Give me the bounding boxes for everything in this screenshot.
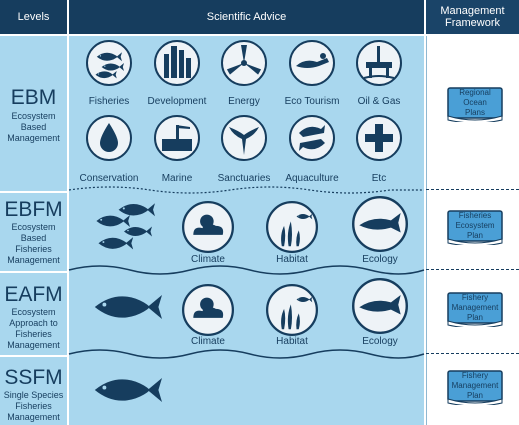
habitat-icon xyxy=(266,284,318,336)
level-eafm-name: Ecosystem Approach to Fisheries Manageme… xyxy=(0,307,67,351)
climate-icon xyxy=(182,284,234,336)
separator-ebfm xyxy=(426,269,519,270)
separator-ebm xyxy=(426,189,519,190)
level-ssfm-name: Single Species Fisheries Management xyxy=(0,390,67,423)
plan-ssfm-line1: Fishery xyxy=(461,371,489,380)
conservation-label: Conservation xyxy=(79,173,139,184)
level-ebm-line3: Management xyxy=(7,133,60,143)
plan-ebfm-line3: Plan xyxy=(466,231,483,240)
plus-icon xyxy=(356,115,402,161)
level-ebm-name: Ecosystem Based Management xyxy=(0,111,67,144)
level-ebfm-line2: Based xyxy=(20,233,47,243)
level-ebm-line2: Based xyxy=(20,122,47,132)
aquaculture-icon xyxy=(289,115,335,161)
level-ebfm-name: Ecosystem Based Fisheries Management xyxy=(0,222,67,266)
level-ebfm-line4: Management xyxy=(7,255,60,265)
management-framework-header: Management Framework xyxy=(426,0,519,34)
fish-group-icon xyxy=(96,203,155,250)
plan-ssfm-line2: Management xyxy=(451,381,499,390)
levels-panel xyxy=(0,36,67,425)
ecology-icon xyxy=(352,278,408,334)
ecology-label: Ecology xyxy=(362,254,398,265)
aquaculture-label: Aquaculture xyxy=(285,173,339,184)
level-ebfm-line3: Fisheries xyxy=(15,244,52,254)
development-label: Development xyxy=(147,96,207,107)
habitat-label: Habitat xyxy=(276,254,308,265)
plan-eafm-label: Fishery Management Plan xyxy=(448,293,502,323)
level-ebfm-abbr: EBFM xyxy=(4,198,63,221)
plan-ebm-line3: Plans xyxy=(464,108,485,117)
plan-ebm-line2: Ocean xyxy=(463,98,487,107)
climate-label: Climate xyxy=(191,254,225,265)
ecology-icon xyxy=(352,196,408,252)
plan-ebfm-line2: Ecosystem xyxy=(455,221,495,230)
plan-ebfm-line1: Fisheries xyxy=(458,211,492,220)
marine-icon xyxy=(154,115,200,161)
climate-icon xyxy=(182,201,234,253)
plan-ebfm-label: Fisheries Ecosystem Plan xyxy=(448,211,502,241)
levels-header: Levels xyxy=(0,0,67,34)
level-ebm-abbr: EBM xyxy=(10,86,57,109)
management-label-line1: Management xyxy=(440,5,505,17)
ecology-label: Ecology xyxy=(362,336,398,347)
level-ssfm-abbr: SSFM xyxy=(4,366,63,389)
level-ebfm-line1: Ecosystem xyxy=(11,222,56,232)
plan-ssfm-label: Fishery Management Plan xyxy=(448,371,502,401)
scientific-advice-header: Scientific Advice xyxy=(69,0,424,34)
level-ssfm-line1: Single Species xyxy=(3,390,64,400)
oil-gas-label: Oil & Gas xyxy=(357,96,401,107)
fish-icon xyxy=(94,378,162,402)
habitat-icon xyxy=(266,201,318,253)
level-eafm-line4: Management xyxy=(7,340,60,350)
sanctuaries-icon xyxy=(221,115,267,161)
fisheries-icon xyxy=(86,40,132,86)
fisheries-label: Fisheries xyxy=(88,96,130,107)
level-ssfm-line3: Management xyxy=(7,412,60,422)
plan-eafm-line3: Plan xyxy=(466,313,483,322)
plan-ssfm-line3: Plan xyxy=(466,391,483,400)
level-eafm-line1: Ecosystem xyxy=(11,307,56,317)
level-eafm-line2: Approach to xyxy=(9,318,58,328)
marine-label: Marine xyxy=(161,173,193,184)
energy-label: Energy xyxy=(228,96,260,107)
plan-eafm-line2: Management xyxy=(451,303,499,312)
plan-eafm-line1: Fishery xyxy=(461,293,489,302)
fish-icon xyxy=(94,295,162,319)
level-ebm-line1: Ecosystem xyxy=(11,111,56,121)
etc-label: Etc xyxy=(371,173,387,184)
plan-ebm-label: Regional Ocean Plans xyxy=(448,88,502,118)
scientific-advice-label: Scientific Advice xyxy=(206,11,287,23)
level-eafm-line3: Fisheries xyxy=(15,329,52,339)
habitat-label: Habitat xyxy=(276,336,308,347)
management-label-line2: Framework xyxy=(444,17,500,29)
levels-header-label: Levels xyxy=(17,11,50,23)
conservation-icon xyxy=(86,115,132,161)
level-eafm-abbr: EAFM xyxy=(4,283,63,306)
wave-separators xyxy=(0,186,425,359)
level-ssfm-line2: Fisheries xyxy=(15,401,52,411)
energy-icon xyxy=(221,40,267,86)
oil-gas-icon xyxy=(356,40,402,86)
sanctuaries-label: Sanctuaries xyxy=(217,173,271,184)
climate-label: Climate xyxy=(191,336,225,347)
development-icon xyxy=(154,40,200,86)
plan-ebm-line1: Regional xyxy=(459,88,491,97)
eco-tourism-label: Eco Tourism xyxy=(284,96,340,107)
separator-eafm xyxy=(426,353,519,354)
eco-tourism-icon xyxy=(289,40,335,86)
